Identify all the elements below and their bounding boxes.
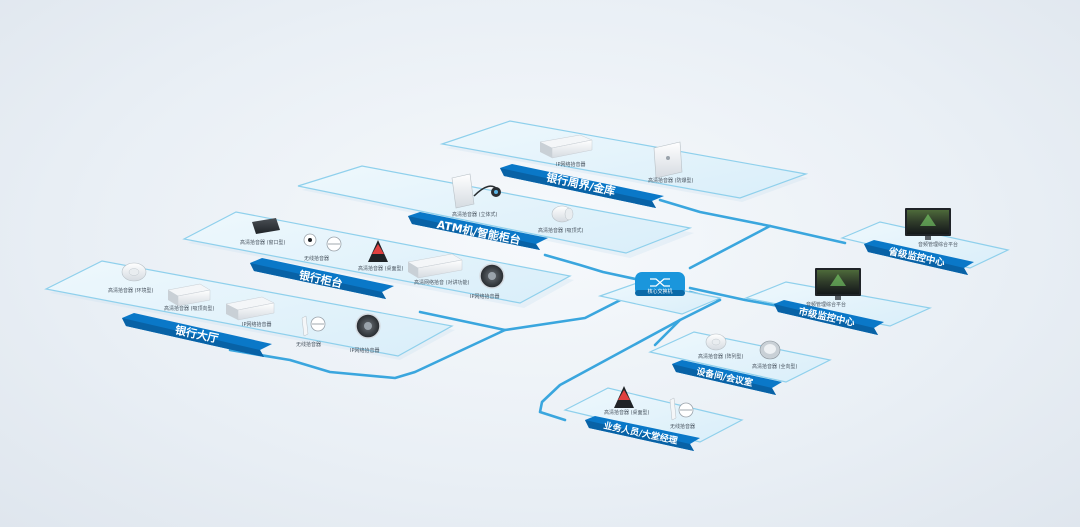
switch-label: 核心交换机 <box>647 288 672 295</box>
platform-perimeter <box>439 120 809 199</box>
link-atm <box>543 253 642 282</box>
black-box-pickup-icon <box>252 218 280 234</box>
device-perimeter-wall-pickup[interactable]: 高清拾音器 (防爆型) <box>648 141 694 184</box>
device-atm-stand-pickup[interactable]: 高清拾音器 (立体式) <box>451 173 501 218</box>
atm-pickup-icon <box>451 173 475 209</box>
link-counter-hall <box>418 288 642 332</box>
banner-perimeter: 银行周界/金库 <box>500 164 664 208</box>
link-hall <box>228 328 507 380</box>
wireless-pickup-icon <box>669 397 677 421</box>
device-label: 高清拾音器 (窗口型) <box>240 239 286 246</box>
device-label: IP网络拾音器 <box>350 347 380 354</box>
device-staff-tabletop[interactable]: 高清拾音器 (桌面型) <box>604 386 650 416</box>
white-box-pickup-icon <box>551 139 593 159</box>
device-label: 高清拾音器 (立体式) <box>452 211 498 218</box>
device-equipment-dome[interactable]: 高清拾音器 (全向型) <box>752 340 798 370</box>
device-label: IP网络拾音器 <box>470 293 500 300</box>
device-label: 无线拾音器 <box>304 255 329 262</box>
device-label: 无线拾音器 <box>670 423 695 430</box>
device-label: IP网络拾音器 <box>556 161 586 168</box>
device-label: 高清拾音器 (桌面型) <box>358 265 404 272</box>
device-label: 高清拾音器 (吸顶向型) <box>164 305 215 312</box>
device-counter-window-pickup[interactable]: 高清拾音器 (窗口型) <box>240 218 286 246</box>
device-counter-wireless[interactable]: 无线拾音器 <box>303 233 342 262</box>
device-label: IP网络拾音器 <box>242 321 272 328</box>
device-hall-grille[interactable]: IP网络拾音器 <box>350 313 381 354</box>
device-counter-tabletop[interactable]: 高清拾音器 (桌面型) <box>358 240 404 272</box>
device-label: 高清拾音器 (全向型) <box>752 363 798 370</box>
device-label: 音频管理综合平台 <box>918 241 958 248</box>
device-hall-ip-pickup[interactable]: IP网络拾音器 <box>225 296 275 328</box>
platform-atm <box>297 165 693 254</box>
link-perimeter <box>658 198 847 245</box>
device-label: 高清拾音器 (吸顶式) <box>538 227 584 234</box>
platform-switch <box>597 281 723 315</box>
device-staff-wireless[interactable]: 无线拾音器 <box>669 397 695 430</box>
device-label: 高清拾音器 (防爆型) <box>648 177 694 184</box>
device-equipment-array[interactable]: 高清拾音器 (阵列型) <box>698 333 744 360</box>
device-label: 高清拾音器 (阵列型) <box>698 353 744 360</box>
device-hall-wireless[interactable]: 无线拾音器 <box>296 315 326 348</box>
device-label: 高清网络拾音 (对讲功能) <box>414 279 470 286</box>
device-label: 无线拾音器 <box>296 341 321 348</box>
device-perimeter-ip-pickup[interactable]: IP网络拾音器 <box>539 134 593 168</box>
platform-equipment <box>648 331 832 383</box>
device-counter-intercom[interactable]: 高清网络拾音 (对讲功能) <box>407 253 470 286</box>
device-label: 高清拾音器 (环境型) <box>108 287 154 294</box>
device-hall-flatbox[interactable]: 高清拾音器 (吸顶向型) <box>164 283 215 312</box>
banner-hall-text: 银行大厅 <box>174 323 220 346</box>
wireless-pickup-icon <box>301 315 309 337</box>
device-hall-ceiling[interactable]: 高清拾音器 (环境型) <box>108 262 154 294</box>
link-trunk-right <box>688 224 772 270</box>
device-city-platform[interactable]: 音频管理综合平台 <box>806 268 861 308</box>
link-staff <box>538 318 682 422</box>
device-label: 音频管理综合平台 <box>806 301 846 308</box>
device-atm-cylinder-pickup[interactable]: 高清拾音器 (吸顶式) <box>538 205 584 234</box>
device-counter-grille[interactable]: IP网络拾音器 <box>470 263 505 300</box>
core-switch[interactable]: 核心交换机 <box>635 272 685 296</box>
device-province-platform[interactable]: 音频管理综合平台 <box>905 208 958 248</box>
device-label: 高清拾音器 (桌面型) <box>604 409 650 416</box>
